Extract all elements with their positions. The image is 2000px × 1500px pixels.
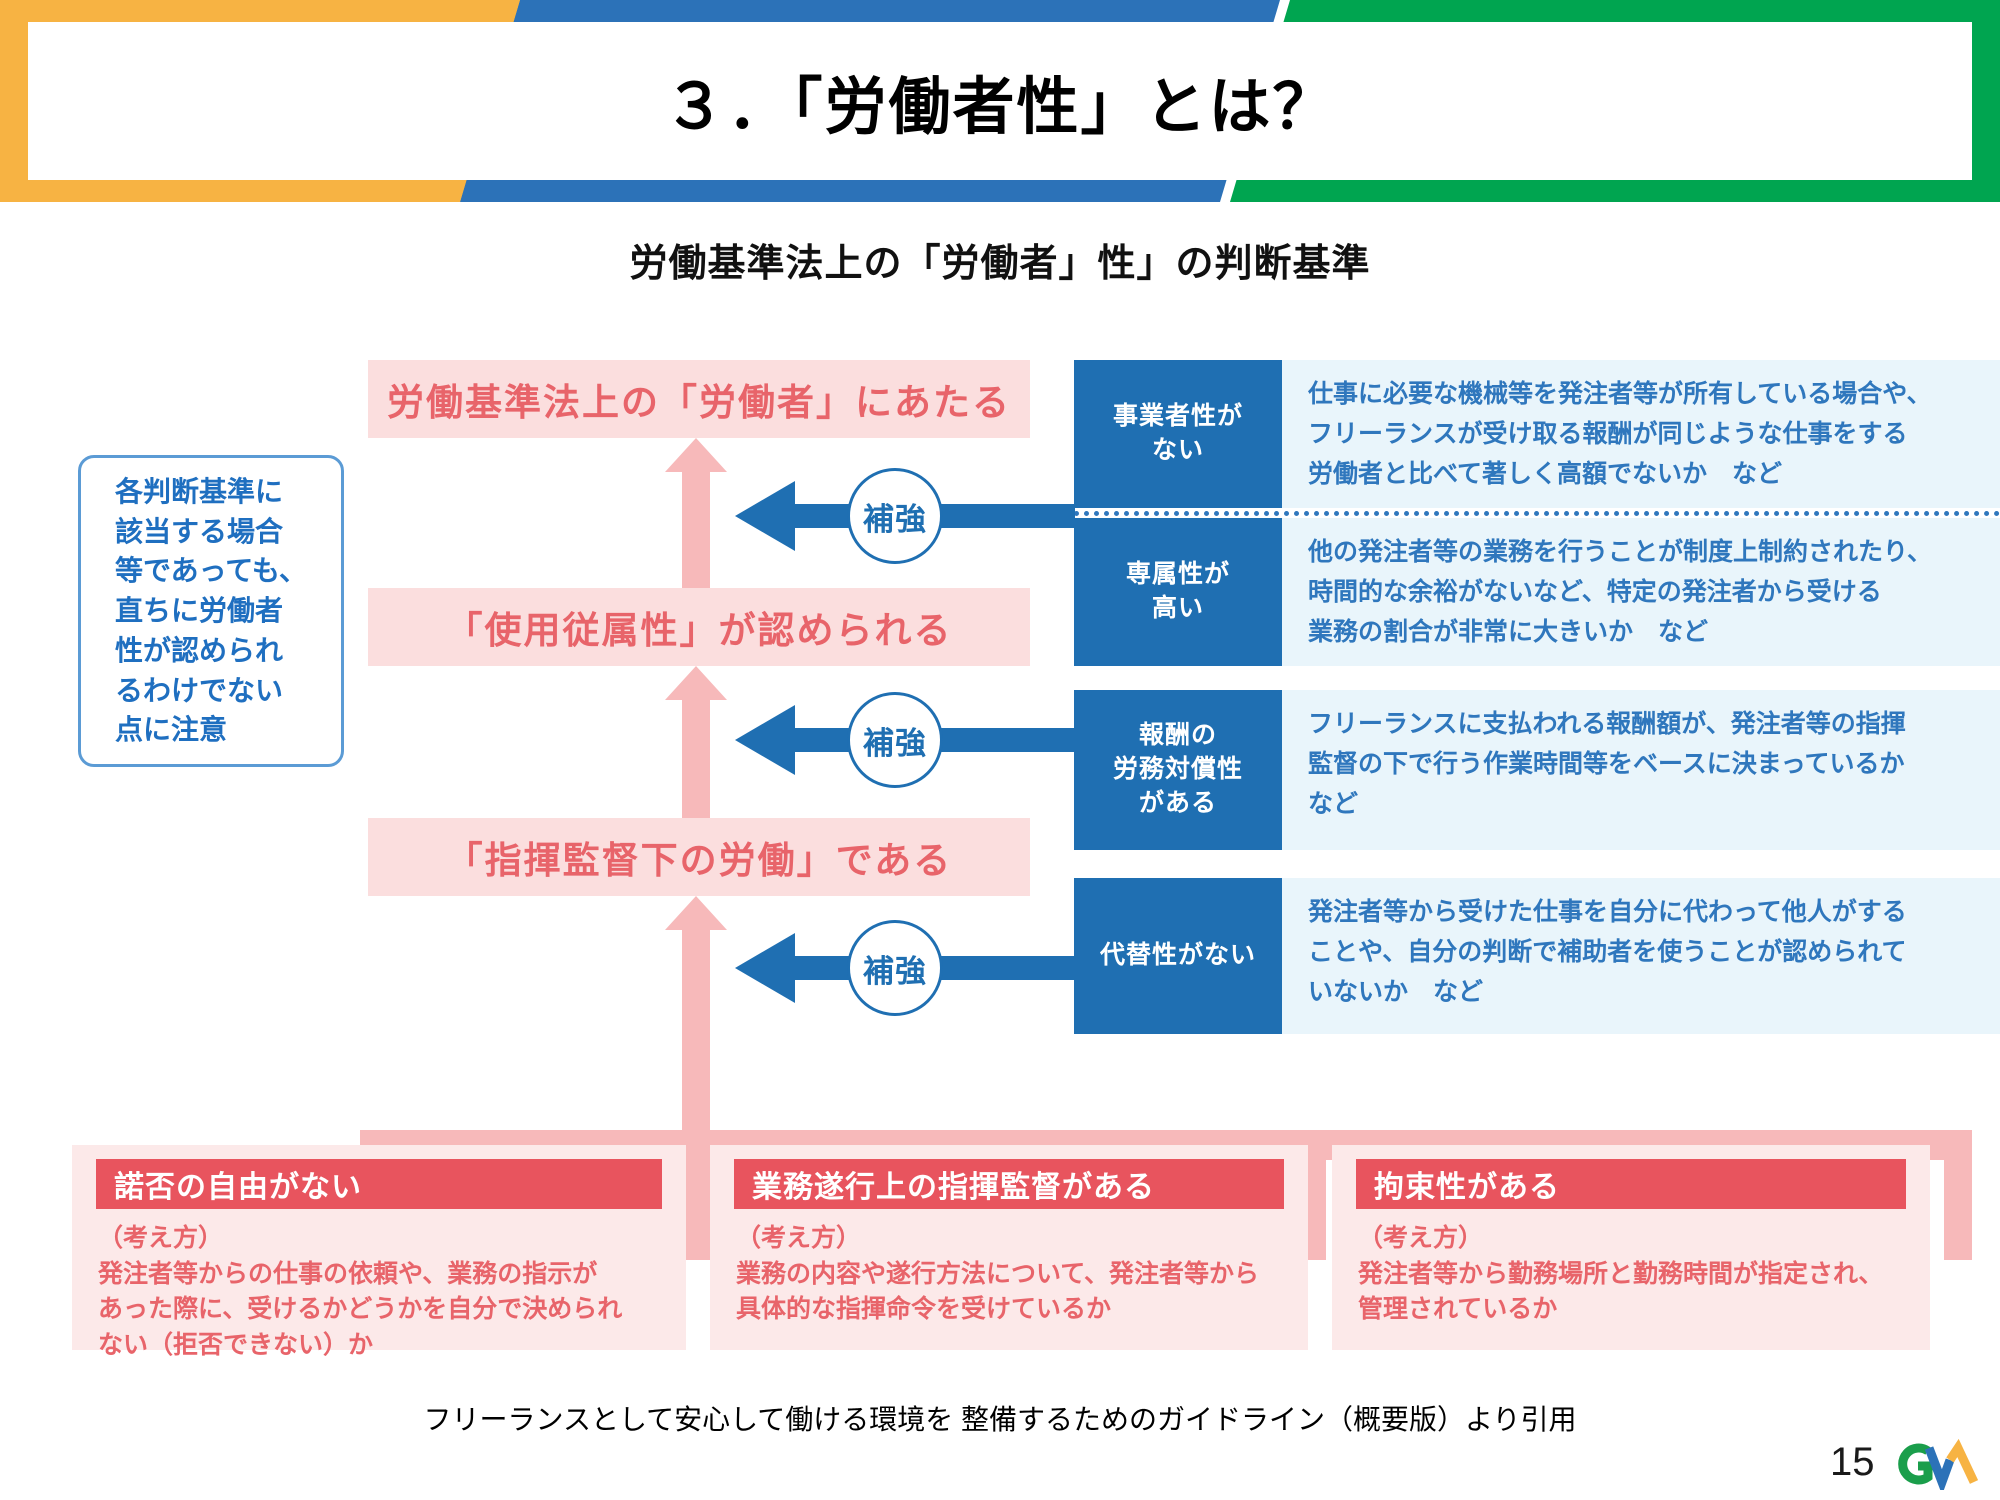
card-title: 拘束性がある	[1356, 1159, 1906, 1209]
up-arrow-shaft	[682, 694, 710, 818]
tree-stem	[682, 1030, 710, 1134]
criterion-label: 専属性が 高い	[1074, 518, 1282, 666]
ladder-step-worker: 労働基準法上の「労働者」にあたる	[368, 360, 1030, 438]
reinforce-arrow-head-icon	[735, 705, 795, 775]
card-body: （考え方） 業務の内容や遂行方法について、発注者等から 具体的な指揮命令を受けて…	[736, 1224, 1260, 1323]
source-citation: フリーランスとして安心して働ける環境を 整備するためのガイドライン（概要版）より…	[423, 1404, 1577, 1435]
card-body: （考え方） 発注者等からの仕事の依頼や、業務の指示が あった際に、受けるかどうか…	[98, 1224, 623, 1359]
page-title: ３．「労働者性」とは？	[663, 73, 1337, 142]
gva-logo-icon	[1898, 1438, 1980, 1495]
up-arrow-shaft	[682, 924, 710, 1038]
reinforce-arrow-1: 補強	[735, 468, 1075, 564]
criterion-body: 発注者等から受けた仕事を自分に代わって他人がする ことや、自分の判断で補助者を使…	[1282, 878, 2000, 1034]
criterion-row-exclusivity: 専属性が 高い 他の発注者等の業務を行うことが制度上制約されたり、 時間的な余裕…	[1074, 518, 2000, 666]
up-arrow-2-icon	[665, 666, 727, 818]
card-body: （考え方） 発注者等から勤務場所と勤務時間が指定され、 管理されているか	[1358, 1224, 1884, 1323]
criterion-card-constraint: 拘束性がある （考え方） 発注者等から勤務場所と勤務時間が指定され、 管理されて…	[1332, 1145, 1930, 1350]
criterion-card-work-supervision: 業務遂行上の指揮監督がある （考え方） 業務の内容や遂行方法について、発注者等か…	[710, 1145, 1308, 1350]
card-title: 諾否の自由がない	[96, 1159, 662, 1209]
up-arrow-1-icon	[665, 438, 727, 588]
ladder-step-subordination: 「使用従属性」が認められる	[368, 588, 1030, 666]
card-title: 業務遂行上の指揮監督がある	[734, 1159, 1284, 1209]
caution-note-text: 各判断基準に 該当する場合 等であっても、 直ちに労働者 性が認められ るわけで…	[114, 475, 308, 746]
caution-note-box: 各判断基準に 該当する場合 等であっても、 直ちに労働者 性が認められ るわけで…	[78, 455, 344, 767]
subtitle: 労働基準法上の「労働者」性」の判断基準	[629, 243, 1371, 285]
up-arrow-shaft	[682, 466, 710, 588]
up-arrow-3-icon	[665, 896, 727, 1038]
criteria-dotted-separator	[1074, 511, 2000, 516]
criterion-row-substitutability: 代替性がない 発注者等から受けた仕事を自分に代わって他人がする ことや、自分の判…	[1074, 878, 2000, 1034]
tree-drop-2	[682, 1130, 710, 1260]
criterion-row-remuneration: 報酬の 労務対償性 がある フリーランスに支払われる報酬額が、発注者等の指揮 監…	[1074, 690, 2000, 850]
reinforce-arrow-2: 補強	[735, 692, 1075, 788]
criterion-label: 代替性がない	[1074, 878, 1282, 1034]
reinforce-badge: 補強	[847, 468, 943, 564]
criterion-label: 報酬の 労務対償性 がある	[1074, 690, 1282, 850]
header-banner: ３．「労働者性」とは？	[0, 0, 2000, 202]
criterion-label: 事業者性が ない	[1074, 360, 1282, 508]
reinforce-arrow-head-icon	[735, 481, 795, 551]
tree-drop-4	[1944, 1130, 1972, 1260]
criterion-body: 他の発注者等の業務を行うことが制度上制約されたり、 時間的な余裕がないなど、特定…	[1282, 518, 2000, 666]
reinforce-arrow-3: 補強	[735, 920, 1075, 1016]
page-number: 15	[1830, 1440, 1875, 1484]
ladder-step-supervision: 「指揮監督下の労働」である	[368, 818, 1030, 896]
criterion-card-acceptance-freedom: 諾否の自由がない （考え方） 発注者等からの仕事の依頼や、業務の指示が あった際…	[72, 1145, 686, 1359]
reinforce-arrow-head-icon	[735, 933, 795, 1003]
reinforce-badge: 補強	[847, 692, 943, 788]
criterion-body: 仕事に必要な機械等を発注者等が所有している場合や、 フリーランスが受け取る報酬が…	[1282, 360, 2000, 508]
criterion-body: フリーランスに支払われる報酬額が、発注者等の指揮 監督の下で行う作業時間等をベー…	[1282, 690, 2000, 850]
reinforce-badge: 補強	[847, 920, 943, 1016]
criterion-row-business-nature: 事業者性が ない 仕事に必要な機械等を発注者等が所有している場合や、 フリーラン…	[1074, 360, 2000, 508]
header-inner-panel	[28, 22, 1972, 180]
